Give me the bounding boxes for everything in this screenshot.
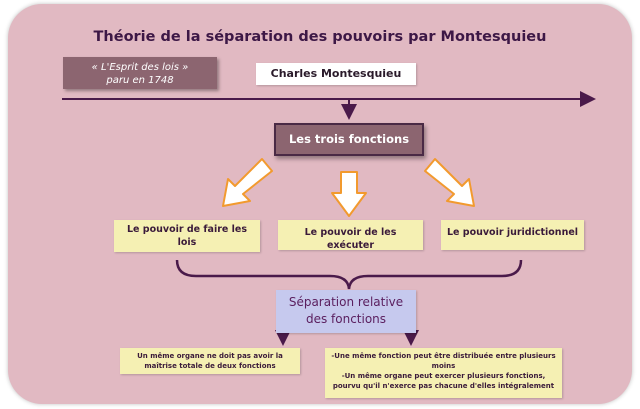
power-executive-box: Le pouvoir de les exécuter	[278, 220, 423, 251]
consequence-right-item-2: -Un même organe peut exercer plusieurs f…	[332, 372, 555, 390]
separation-box: Séparation relative des fonctions	[276, 290, 416, 333]
book-title: « L'Esprit des lois »	[91, 62, 189, 73]
author-box: Charles Montesquieu	[256, 63, 416, 85]
three-functions-box: Les trois fonctions	[274, 123, 424, 156]
consequence-right-item-1: -Une même fonction peut être distribuée …	[331, 352, 556, 370]
book-date: paru en 1748	[106, 75, 174, 86]
separation-line2: des fonctions	[305, 312, 387, 326]
grouping-brace	[175, 259, 523, 290]
block-arrow-left	[222, 158, 273, 207]
diagram-title: Théorie de la séparation des pouvoirs pa…	[93, 29, 547, 45]
block-arrow-center	[331, 171, 367, 217]
block-arrow-right	[424, 158, 475, 207]
consequence-right-box: -Une même fonction peut être distribuée …	[325, 348, 562, 398]
book-box: « L'Esprit des lois » paru en 1748	[63, 57, 217, 89]
consequence-left-box: Un même organe ne doit pas avoir la maît…	[120, 348, 300, 374]
power-legislative-box: Le pouvoir de faire les lois	[114, 220, 260, 252]
separation-line1: Séparation relative	[288, 295, 404, 309]
power-judicial-box: Le pouvoir juridictionnel	[441, 220, 584, 250]
